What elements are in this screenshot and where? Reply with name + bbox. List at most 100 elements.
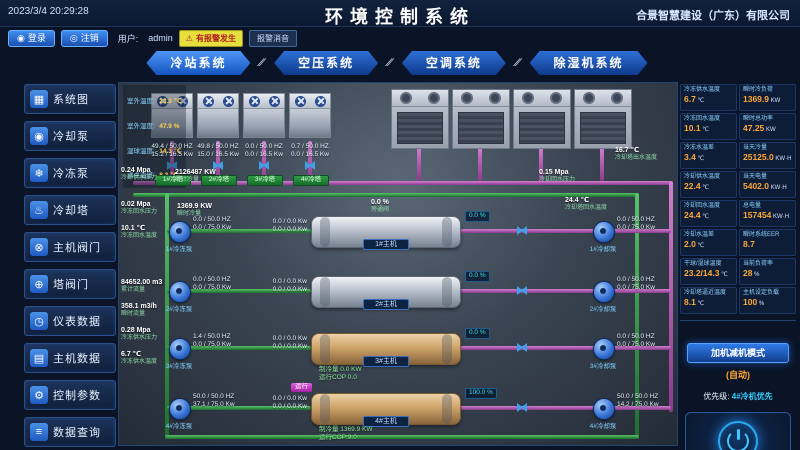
sidebar-item-control-params[interactable]: ⚙控制参数 <box>24 380 116 410</box>
user-icon: ◉ <box>17 32 25 43</box>
chilled-pump-4-icon[interactable] <box>169 398 191 420</box>
sidebar-item-label: 主机数据 <box>53 353 101 365</box>
tab-1[interactable]: 冷站系统 <box>146 51 250 75</box>
pump-tag: 1#冷冻泵 <box>165 246 193 253</box>
alarm-text: 有报警发生 <box>195 33 236 43</box>
pump-tag: 3#冷却泵 <box>589 363 617 370</box>
sidebar-item-cooling-tower[interactable]: ♨ 冷却塔 <box>24 195 116 225</box>
fan-icon <box>428 92 440 104</box>
cooling-tower-icon: ♨ <box>30 201 48 219</box>
tower-valve-icon[interactable] <box>213 161 223 170</box>
valve-icon[interactable] <box>517 403 527 412</box>
sidebar-item-data-query[interactable]: ≡数据查询 <box>24 417 116 447</box>
sidebar-item-label: 塔阀门 <box>53 279 89 291</box>
cooling-tower-3[interactable] <box>243 93 285 141</box>
sidebar-item-tower-valves[interactable]: ⊕ 塔阀门 <box>24 269 116 299</box>
pipe-segment <box>133 181 671 185</box>
valve-icon[interactable] <box>517 343 527 352</box>
fan-icon <box>248 95 260 107</box>
cooling-pump-1-icon[interactable] <box>593 221 615 243</box>
tower-valve-icon[interactable] <box>167 161 177 170</box>
fan-icon <box>550 92 562 104</box>
power-button-icon[interactable] <box>718 421 758 450</box>
fan-icon <box>176 95 188 107</box>
chiller-tag: 4#主机 <box>363 416 409 427</box>
chiller-3[interactable] <box>311 333 461 365</box>
sidebar-item-chilled-pump[interactable]: ❄冷冻泵 <box>24 158 116 188</box>
logout-button[interactable]: ◎ 注销 <box>60 29 108 47</box>
sidebar-item-system-diagram[interactable]: ▦系统图 <box>24 84 116 114</box>
login-button[interactable]: ◉ 登录 <box>8 29 55 47</box>
tab-2[interactable]: 空压系统 <box>274 51 378 75</box>
system-diagram-icon: ▦ <box>30 90 48 108</box>
pipe-segment <box>478 147 482 181</box>
pump-tag: 2#冷冻泵 <box>165 306 193 313</box>
sidebar-item-chiller-data[interactable]: ▤主机数据 <box>24 343 116 373</box>
pipe-segment <box>456 406 671 410</box>
sidebar-item-chiller-valves[interactable]: ⊗主机阀门 <box>24 232 116 262</box>
sidebar-item-label: 控制参数 <box>53 390 101 402</box>
fan-icon <box>489 92 501 104</box>
chiller-status: 运行 <box>291 383 312 392</box>
pipe-segment <box>669 181 673 412</box>
cooling-pump-4-icon[interactable] <box>593 398 615 420</box>
cooling-pump-3-icon[interactable] <box>593 338 615 360</box>
cooling-tower-4[interactable] <box>289 93 331 141</box>
pump-tag: 3#冷冻泵 <box>165 363 193 370</box>
sidebar-item-label: 冷却泵 <box>53 131 89 143</box>
sidebar-item-meter-data[interactable]: ◷仪表数据 <box>24 306 116 336</box>
chilled-pump-2-icon[interactable] <box>169 281 191 303</box>
sidebar-item-cooling-pump[interactable]: ◉ 冷却泵 <box>24 121 116 151</box>
tower-valve-icon[interactable] <box>305 161 315 170</box>
sidebar: ▦系统图 ◉ 冷却泵 ❄冷冻泵 ♨ 冷却塔 ⊗主机阀门 ⊕ 塔阀门 ◷仪表数据 ▤主机数据 ⚙控制参数… <box>24 84 116 450</box>
closed-cooling-tower-4[interactable] <box>574 89 632 149</box>
priority-line: 优先级: 4#冷机优先 <box>680 391 796 402</box>
tab-4[interactable]: 除湿机系统 <box>530 51 648 75</box>
valve-icon[interactable] <box>517 286 527 295</box>
cooling-tower-1[interactable] <box>151 93 193 141</box>
mode-value: (自动) <box>726 370 750 380</box>
pump-tag: 4#冷冻泵 <box>165 423 193 430</box>
chilled-pump-3-icon[interactable] <box>169 338 191 360</box>
fan-icon <box>156 95 168 107</box>
tower-valve-icon[interactable] <box>259 161 269 170</box>
sidebar-item-label: 冷却塔 <box>53 205 89 217</box>
tower-tag: 3#冷塔 <box>247 175 283 186</box>
pipe-segment <box>216 141 220 181</box>
closed-cooling-tower-1[interactable] <box>391 89 449 149</box>
closed-cooling-tower-2[interactable] <box>452 89 510 149</box>
closed-cooling-tower-3[interactable] <box>513 89 571 149</box>
chiller-tag: 2#主机 <box>363 299 409 310</box>
mode-button[interactable]: 加机减机模式 <box>687 343 789 363</box>
power-box <box>685 412 791 450</box>
cooling-pump-icon: ◉ <box>30 127 48 145</box>
tab-3[interactable]: 空调系统 <box>402 51 506 75</box>
cooling-tower-2[interactable] <box>197 93 239 141</box>
chilled-pump-1-icon[interactable] <box>169 221 191 243</box>
valve-icon[interactable] <box>517 226 527 235</box>
cooling-pump-2-icon[interactable] <box>593 281 615 303</box>
alarm-mute-button[interactable]: 报警消音 <box>248 29 297 47</box>
fan-icon <box>202 95 214 107</box>
clock: 2023/3/4 20:29:28 <box>8 6 89 17</box>
tower-valves-icon: ⊕ <box>30 275 48 293</box>
